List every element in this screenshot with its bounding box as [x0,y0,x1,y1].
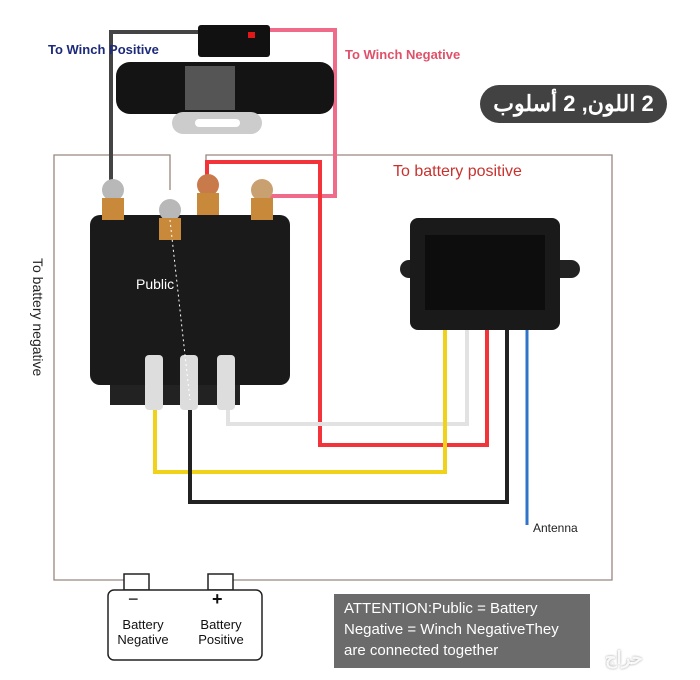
contactor-solenoid [90,174,290,410]
attention-line-3: are connected together [344,642,499,659]
attention-note: ATTENTION:Public = Battery Negative = Wi… [334,594,590,668]
variant-pill[interactable]: 2 اللون, 2 أسلوب [480,85,667,123]
to-battery-negative-label: To battery negative [30,258,46,377]
battery-symbol [107,573,263,661]
watermark-logo: حراج [605,648,643,668]
yellow-wire [153,330,447,474]
to-winch-negative-label: To Winch Negative [345,47,461,62]
antenna-label: Antenna [533,521,578,535]
wireless-receiver-box [400,218,580,330]
winch-negative-wire [262,28,337,198]
battery-positive-symbol: + [212,589,223,609]
to-battery-positive-label: To battery positive [393,163,522,180]
public-label: Public [136,276,175,292]
white-wire [226,330,469,426]
black-wire [188,330,509,504]
battery-negative-label: Battery Negative [117,617,169,647]
battery-negative-frame-wire [53,154,171,581]
winch-positive-wire [109,30,200,190]
to-winch-positive-label: To Winch Positive [48,42,159,57]
red-wire [205,160,489,447]
attention-line-1: ATTENTION:Public = Battery [344,600,538,617]
battery-negative-symbol: − [128,589,139,609]
battery-positive-label: Battery Positive [198,617,244,647]
attention-line-2: Negative = Winch NegativeThey [344,621,559,638]
winch-image [116,25,334,134]
